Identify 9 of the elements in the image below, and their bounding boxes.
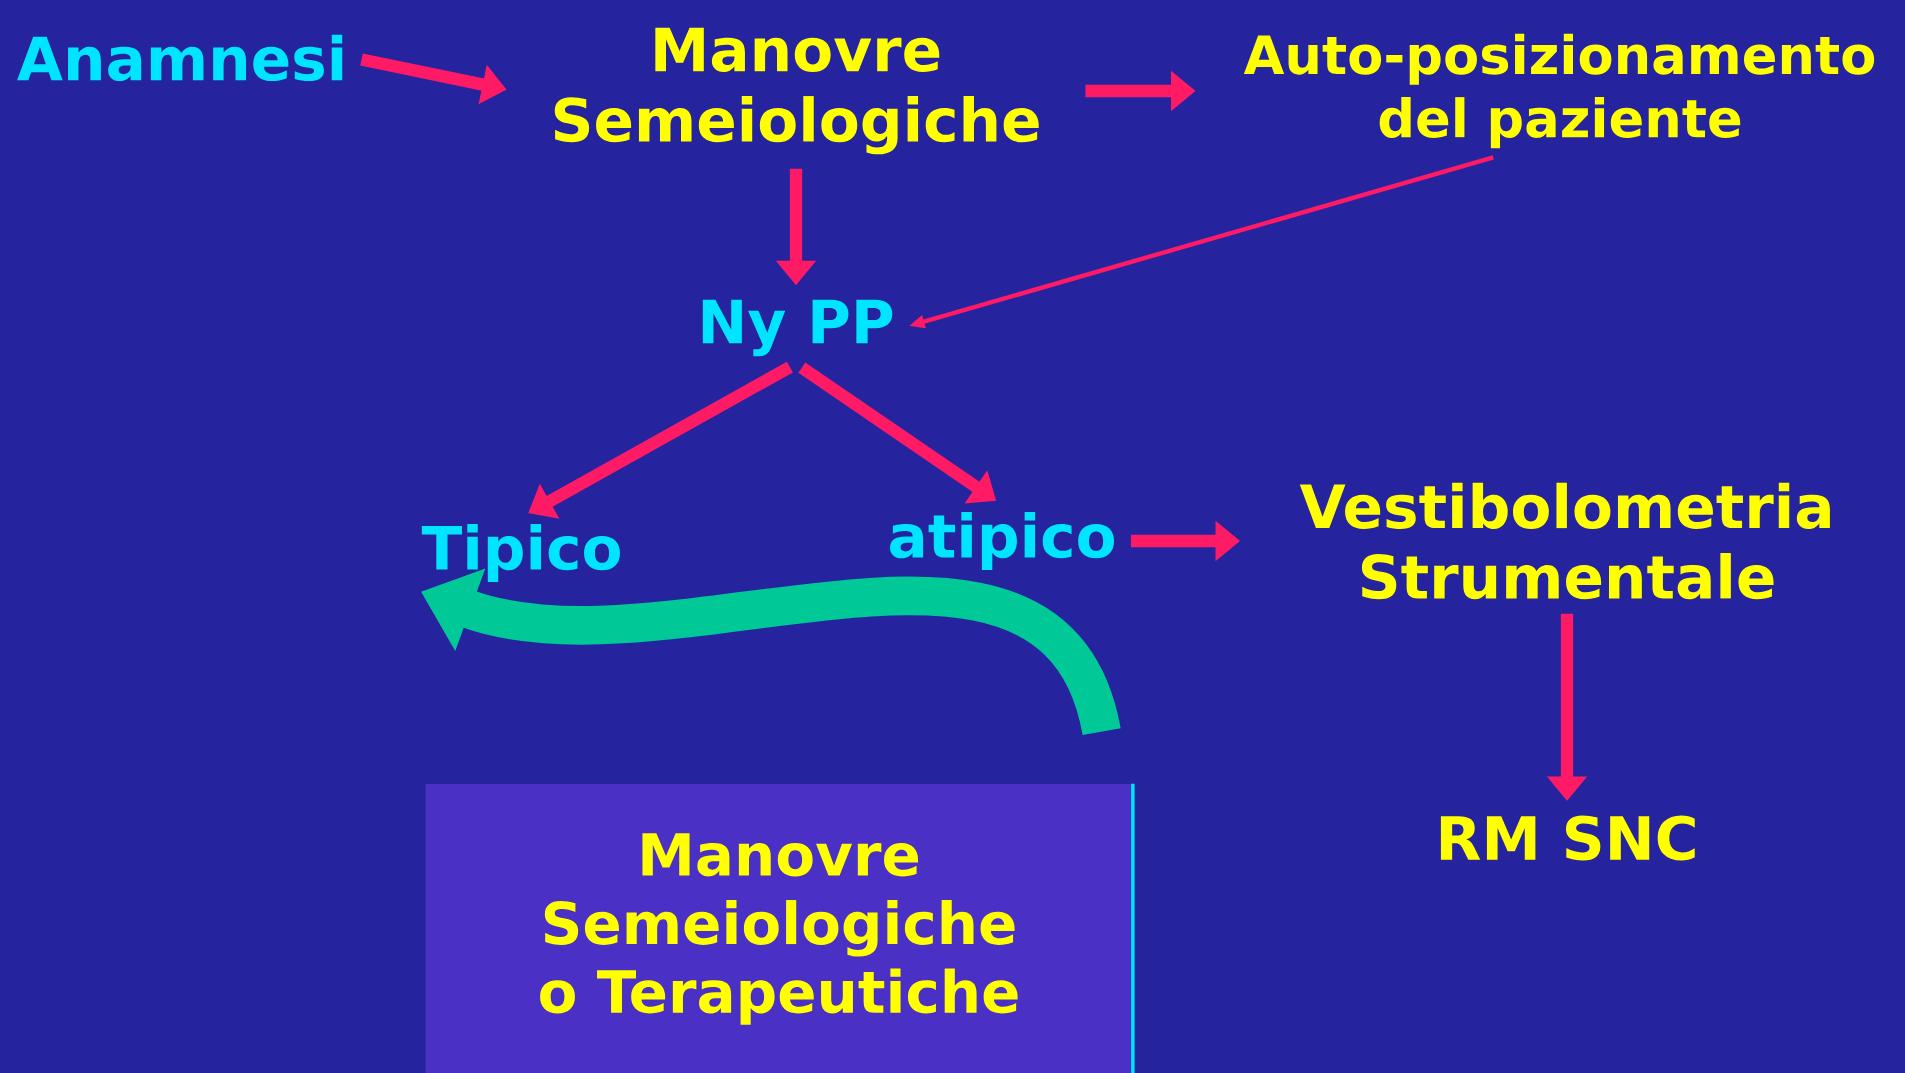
flow-text: Manovre Semeiologiche xyxy=(554,27,1039,155)
flow-text: Auto-posizionamento del paziente xyxy=(1243,33,1875,149)
flow-text: Vestibolometria Strumentale xyxy=(1299,482,1830,600)
flow-text: atipico xyxy=(890,512,1115,570)
flow-text: Ny PP xyxy=(702,299,893,357)
process-box: Manovre Semeiologiche o Terapeutiche xyxy=(425,783,1135,1073)
flow-text: Tipico xyxy=(421,524,620,582)
flow-text: RM SNC xyxy=(1440,815,1695,861)
flow-text: Anamnesi xyxy=(17,34,343,82)
